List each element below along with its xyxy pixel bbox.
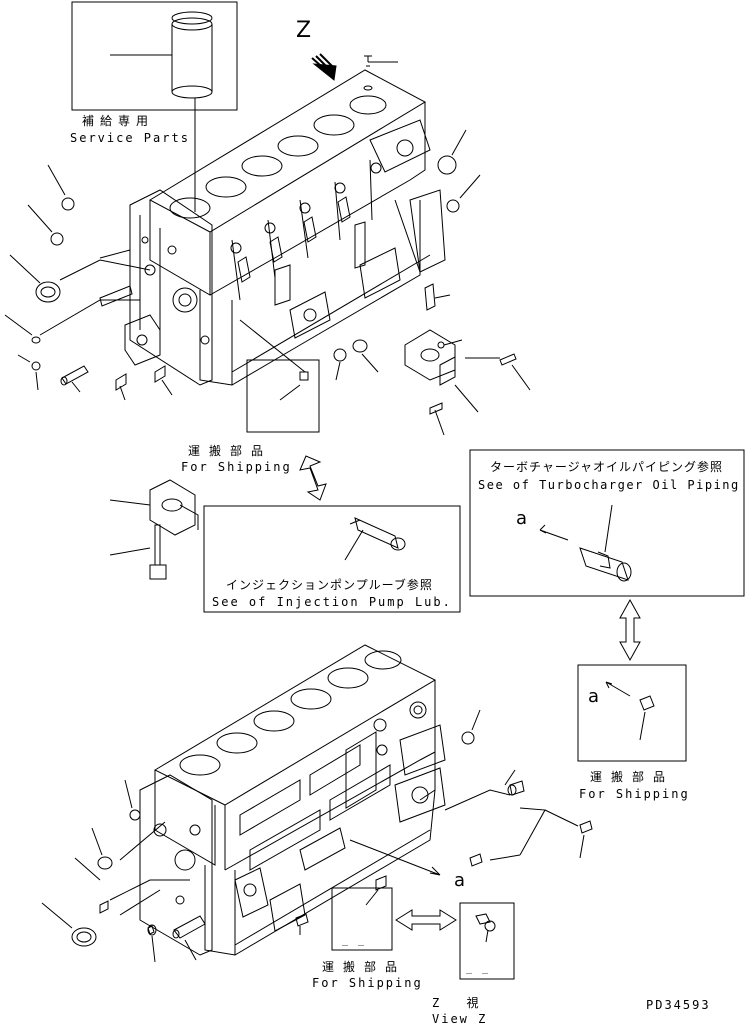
service-parts-label-jp: 補給専用 (82, 114, 155, 128)
shipping-label-bottom-en: For Shipping (312, 976, 423, 990)
turbo-label-en: See of Turbocharger Oil Piping (478, 478, 740, 492)
left-small-parts (4, 164, 173, 401)
shipping-label-right-en: For Shipping (579, 787, 690, 801)
view-z-box (459, 902, 515, 980)
injection-pump-box (203, 505, 461, 613)
service-parts-box (71, 1, 238, 212)
bottom-small-parts (41, 709, 593, 963)
shipping-box-right (577, 664, 687, 762)
top-plug (364, 55, 398, 67)
service-parts-label-en: Service Parts (70, 131, 190, 145)
dash-mark-view-z: _ _ (466, 963, 491, 974)
turbo-box (469, 449, 745, 597)
view-marker-z: Z (296, 18, 312, 43)
double-arrow-2 (619, 598, 641, 662)
marker-a-right: a (588, 686, 600, 707)
injection-pump-label-jp: インジェクションポンプルーブ参照 (226, 578, 433, 592)
shipping-label-bottom-jp: 運搬部品 (322, 960, 407, 974)
shipping-label-top-jp: 運搬部品 (188, 444, 273, 458)
right-small-parts-top (333, 129, 531, 436)
engine-block-bottom (139, 644, 446, 956)
drawing-code: PD34593 (646, 998, 711, 1012)
marker-a-turbo: a (516, 508, 528, 529)
injection-pump-label-en: See of Injection Pump Lub. (212, 595, 452, 609)
shipping-label-right-jp: 運搬部品 (590, 770, 675, 784)
view-z-label-en: View Z (432, 1012, 488, 1026)
shipping-box-bottom (331, 887, 393, 951)
view-z-arrow (311, 53, 337, 81)
turbo-label-jp: ターボチャージャオイルパイピング参照 (490, 460, 724, 474)
double-arrow-1 (299, 455, 327, 501)
double-arrow-3 (395, 909, 457, 931)
bearing-cap-loose (109, 479, 199, 580)
dash-mark-shipping: _ _ (342, 935, 367, 946)
shipping-label-top-en: For Shipping (181, 460, 292, 474)
shipping-box-top (239, 319, 320, 433)
marker-a-bottom: a (454, 870, 466, 891)
view-z-label-jp: Z 視 (432, 996, 489, 1010)
engine-block-top (129, 69, 446, 386)
